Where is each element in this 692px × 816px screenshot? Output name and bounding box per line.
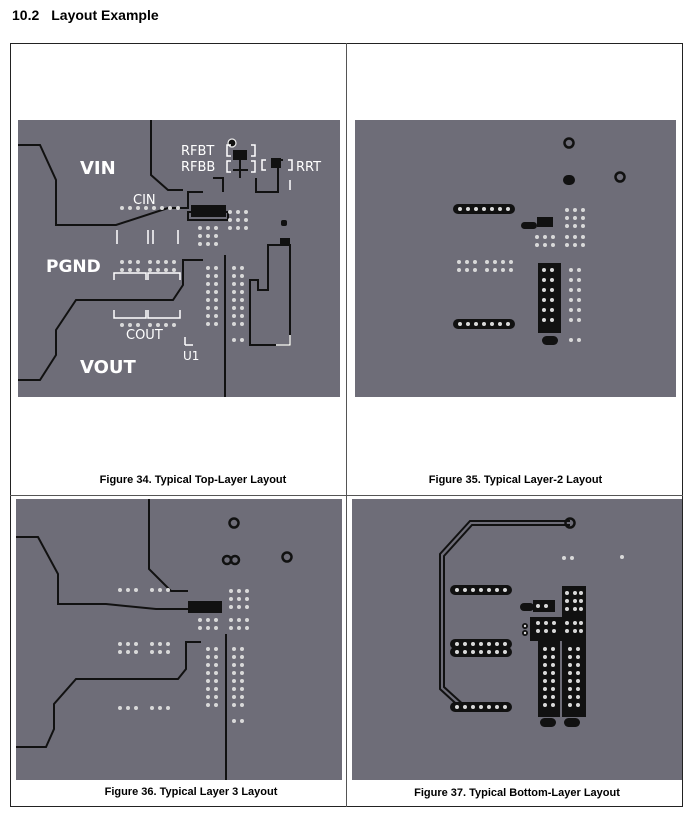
top-layer-board: VIN PGND VOUT CIN COUT U1 RFBT RFBB RRT: [18, 120, 340, 397]
layer-3-board: [16, 499, 342, 780]
pgnd-label: PGND: [46, 257, 101, 277]
rrt-label: RRT: [296, 160, 321, 175]
bottom-layer-board: [352, 499, 682, 780]
figure-36-caption: Figure 36. Typical Layer 3 Layout: [104, 786, 278, 798]
cin-label: CIN: [133, 193, 156, 208]
figure-35-caption: Figure 35. Typical Layer-2 Layout: [428, 474, 603, 486]
vout-label: VOUT: [80, 357, 137, 378]
section-title: Layout Example: [51, 7, 159, 23]
rfbt-label: RFBT: [181, 144, 214, 159]
grid-divider-horizontal: [10, 495, 683, 496]
figure-37-caption: Figure 37. Typical Bottom-Layer Layout: [414, 787, 620, 799]
figure-34-caption: Figure 34. Typical Top-Layer Layout: [99, 474, 287, 486]
section-number: 10.2: [12, 7, 40, 23]
section-heading: 10.2 Layout Example: [12, 7, 159, 23]
cout-label: COUT: [126, 328, 163, 343]
rfbb-label: RFBB: [181, 160, 215, 175]
vin-label: VIN: [80, 158, 116, 179]
grid-divider-vertical: [346, 43, 347, 807]
layer-2-board: [355, 120, 676, 397]
u1-label: U1: [183, 349, 199, 363]
